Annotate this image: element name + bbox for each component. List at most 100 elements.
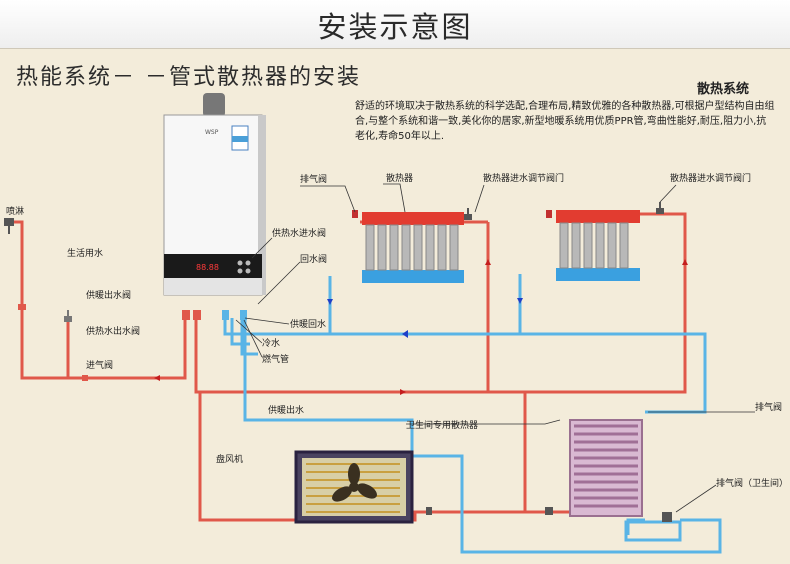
radiator-1 [362,212,464,283]
arrow-return-2 [517,298,523,304]
label-shower: 喷淋 [6,205,24,217]
valve-icon [546,210,552,218]
radiator-1-fin [365,224,375,271]
control-knob-2 [245,260,251,266]
control-knob-1 [237,260,243,266]
valve-icon [64,316,72,322]
radiator-2-fin [619,222,629,269]
valve-icon [464,214,472,220]
label-gas-pipe: 燃气管 [262,353,289,365]
radiator-1-fin [389,224,399,271]
bathroom-drain-tray [624,520,682,542]
bathroom-feed [523,392,570,514]
arrow-return-1 [327,299,333,305]
valves [4,202,672,522]
label-inlet-valve: 进气阀 [86,359,113,371]
page-title: 安装示意图 [317,10,473,44]
boiler-valve [240,310,247,320]
shower-head-icon [4,218,14,226]
arrow-hot-4 [400,389,406,395]
label-hot-supply-inlet-valve: 供热水进水阀 [272,227,326,239]
boiler-side [258,115,266,295]
arrow-hot-2 [485,259,491,265]
coil-return [412,454,722,554]
heating-supply-main [194,222,490,394]
label-domestic-water: 生活用水 [67,247,103,259]
radiator-1-top [362,212,464,225]
fan-icon [332,463,377,502]
valve-icon [18,304,26,310]
hot-pipes [12,212,687,522]
radiator-2-fin [571,222,581,269]
boiler-display: 88.88 [196,263,219,272]
label-fan-coil: 盘风机 [216,453,243,465]
control-panel [164,254,262,278]
radiator-2-top [556,210,640,223]
header-banner: 安装示意图 [0,0,790,49]
coil-hot-pipe [198,392,570,522]
label-bathroom-air-vent: 排气阀（卫生间） [716,477,788,489]
label-radiator: 散热器 [386,172,413,184]
valve-icon [662,512,672,522]
leader-lines [235,183,755,513]
valve-icon [545,507,553,515]
radiator-2-bottom [556,268,640,281]
info-description: 舒适的环境取决于散热系统的科学选配,合理布局,精致优雅的各种散热器,可根据户型结… [355,101,775,142]
fan-coil-unit [294,450,414,524]
radiator-2-fin [583,222,593,269]
control-knob-4 [245,268,251,274]
cold-pipes [223,274,722,554]
bathroom-return [626,518,645,535]
boiler: WSP 88.88 [163,93,266,296]
valve-icon [426,507,432,515]
label-air-vent-1: 排气阀 [300,173,327,185]
label-hot-water-out-valve: 供热水出水阀 [86,325,140,337]
diagram-subtitle: 热能系统－ －管式散热器的安装 [16,65,361,90]
radiator-1-bottom [362,270,464,283]
label-air-vent-2: 排气阀 [755,401,782,413]
coil-cold-pipe [243,318,414,456]
info-title: 散热系统 [697,82,750,97]
label-cold-water: 冷水 [262,337,280,349]
radiator-1-fin [413,224,423,271]
radiator-2-fin [607,222,617,269]
arrow-hot-1 [154,375,160,381]
boiler-bottom [164,278,262,295]
radiator-2-fin [559,222,569,269]
label-heating-out: 供暖出水 [268,404,304,416]
label-return-valve: 回水阀 [300,253,327,265]
shower-pipe [12,220,187,380]
radiator-2-fin [595,222,605,269]
boiler-valve [193,310,201,320]
return-main [223,318,707,414]
bathroom-radiator-bars [574,424,638,508]
boiler-flue [203,93,225,117]
hot-arrows [154,259,688,395]
bathroom-radiator-frame [569,419,643,517]
label-radiator-inlet-valve-1: 散热器进水调节阀门 [483,172,564,184]
boiler-valve [182,310,190,320]
radiator-1-fin [377,224,387,271]
radiator-2 [556,210,640,281]
label-bathroom-radiator: 卫生间专用散热器 [406,419,478,431]
valve-icon [352,210,358,218]
arrow-return-left [402,330,408,338]
radiator-1-fin [425,224,435,271]
boiler-valve [222,310,229,320]
energy-label-band [232,136,248,142]
radiator-1-fin [401,224,411,271]
flow-arrows [327,298,523,338]
label-heating-return: 供暖回水 [290,318,326,330]
radiator-1-fin [437,224,447,271]
label-heating-out-valve: 供暖出水阀 [86,289,131,301]
valve-icon [82,375,88,381]
valve-icon [656,208,664,214]
boiler-brand: WSP [205,129,219,136]
diagram-labels: 喷淋 生活用水 供暖出水阀 供热水出水阀 进气阀 排气阀 散热器 散热器进水调节… [6,172,788,489]
arrow-hot-3 [682,259,688,265]
control-knob-3 [237,268,243,274]
radiator-1-fin [449,224,459,271]
label-radiator-inlet-valve-2: 散热器进水调节阀门 [670,172,751,184]
